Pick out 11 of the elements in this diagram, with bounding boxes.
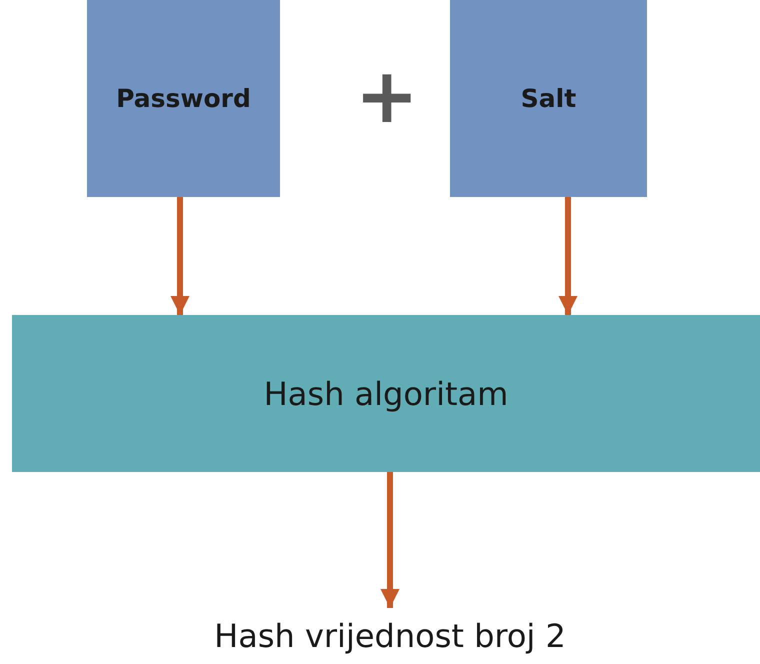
node-label: Password xyxy=(116,84,251,113)
node-label: Salt xyxy=(520,84,576,113)
node-label: Hash algoritam xyxy=(264,374,508,412)
arrow xyxy=(170,197,190,315)
plus-sign: + xyxy=(355,58,419,134)
process-band xyxy=(12,315,760,472)
arrow xyxy=(380,472,400,608)
process-box xyxy=(450,0,647,197)
arrow xyxy=(558,197,578,315)
node-label: Hash vrijednost broj 2 xyxy=(214,617,566,655)
process-box xyxy=(87,0,280,197)
